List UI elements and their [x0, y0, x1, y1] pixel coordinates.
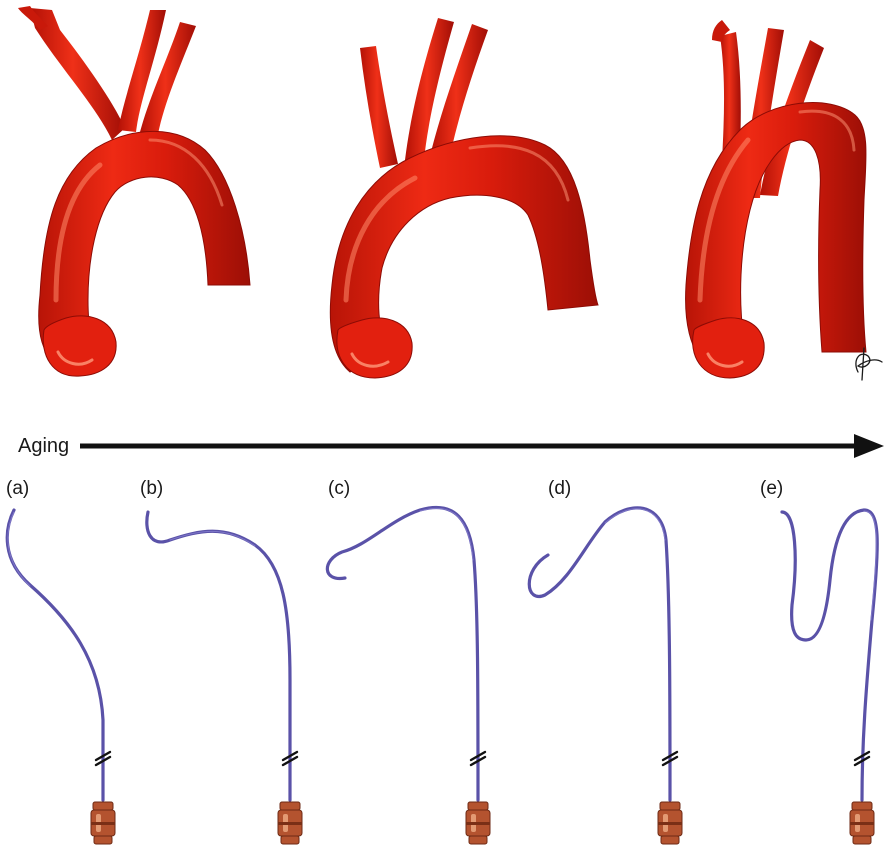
catheter-hub-icon	[850, 802, 874, 844]
right-arrow-icon	[854, 434, 884, 458]
catheter-d	[529, 508, 670, 800]
artist-signature-icon	[856, 348, 882, 380]
aorta-young-illustration	[18, 6, 250, 376]
catheter-a	[7, 510, 103, 800]
aorta-elderly-illustration	[686, 20, 866, 378]
catheter-c	[327, 507, 478, 800]
catheter-label-b: (b)	[140, 478, 163, 499]
catheter-hub-icon	[278, 802, 302, 844]
catheter-hub-icon	[466, 802, 490, 844]
catheter-hub-icon	[658, 802, 682, 844]
catheter-label-d: (d)	[548, 478, 571, 499]
aging-axis-label: Aging	[18, 435, 69, 457]
aorta-middle-illustration	[330, 18, 598, 378]
catheter-b	[147, 512, 290, 800]
catheter-hub-icon	[91, 802, 115, 844]
catheter-label-e: (e)	[760, 478, 783, 499]
catheter-label-c: (c)	[328, 478, 350, 499]
catheter-label-a: (a)	[6, 478, 29, 499]
